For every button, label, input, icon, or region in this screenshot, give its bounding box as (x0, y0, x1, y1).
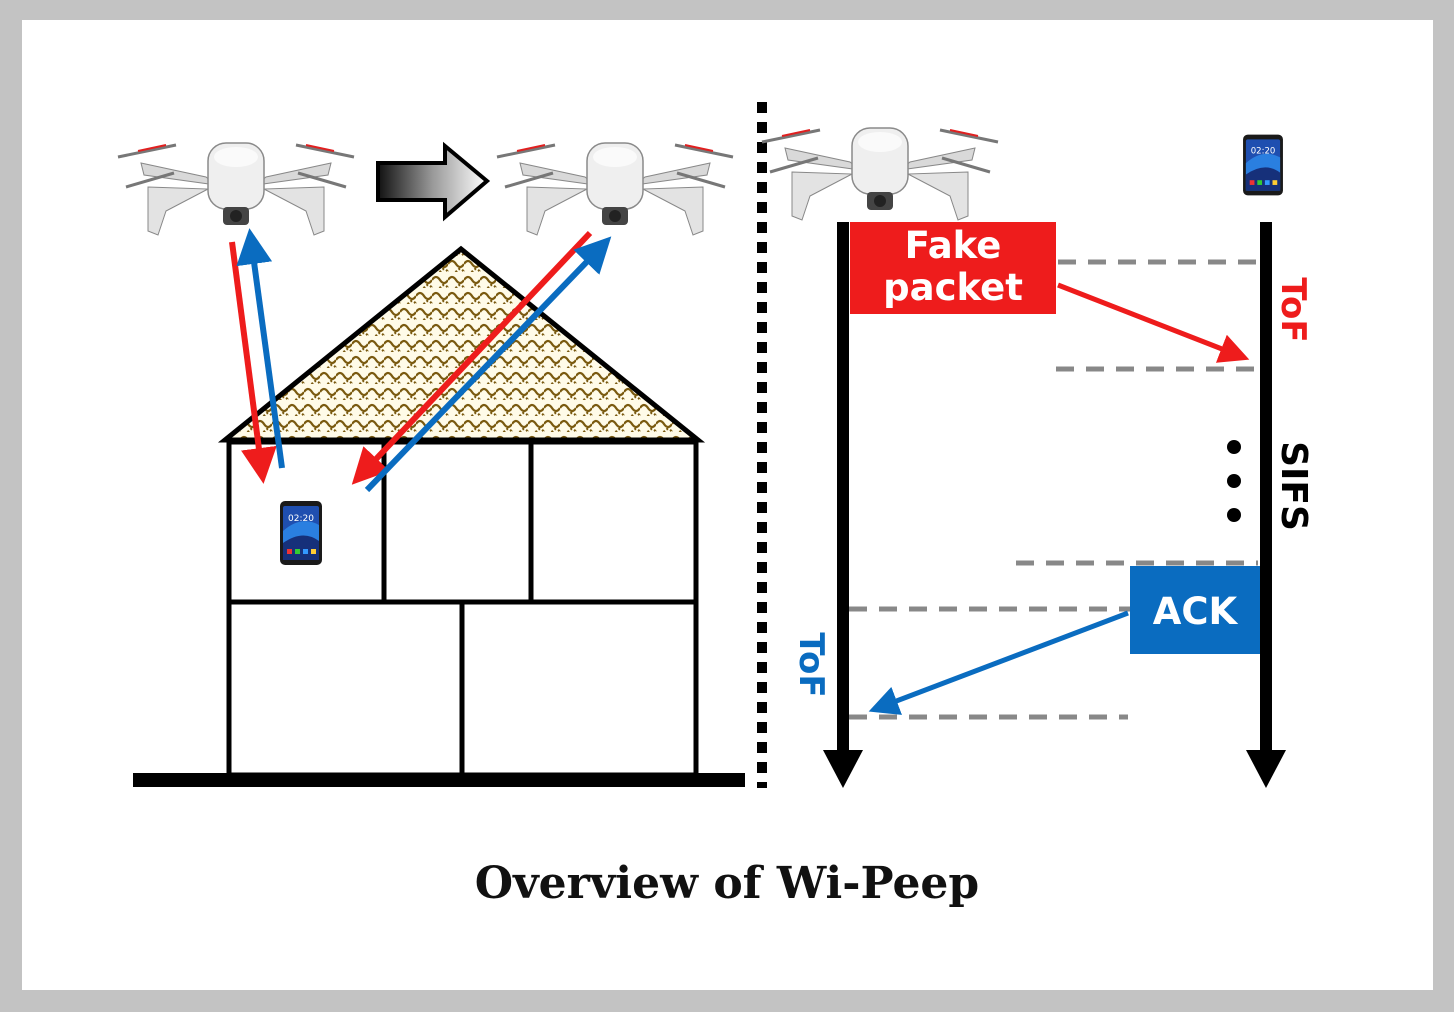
ack-label: ACK (1153, 590, 1239, 633)
smartphone-icon (1243, 134, 1283, 196)
drone-icon (495, 141, 735, 237)
drone-icon (760, 126, 1000, 222)
figure-caption: Overview of Wi-Peep (474, 858, 980, 909)
house-body (226, 439, 699, 778)
fake-packet-box (850, 222, 1056, 314)
fake-packet-label: packet (883, 266, 1023, 309)
drone-icon (116, 141, 356, 237)
smartphone-icon (280, 501, 322, 565)
house-roof (217, 245, 706, 443)
ack-tof-arrow (868, 610, 1129, 715)
tof-label-top: ToF (1273, 277, 1313, 342)
phone-timeline (1246, 222, 1286, 788)
signal-path-direct (229, 228, 285, 484)
ellipsis-dots (1227, 440, 1241, 522)
signal-path-through-roof (351, 230, 612, 493)
right-arrow-icon (376, 141, 491, 222)
time-guides (849, 259, 1258, 720)
tof-label-bottom: ToF (791, 632, 831, 697)
ground-line (133, 773, 745, 787)
drone-timeline (823, 222, 863, 788)
sifs-label: SIFS (1273, 441, 1314, 531)
ack-box (1130, 566, 1260, 654)
fake-packet-label: Fake (905, 224, 1002, 267)
fake-packet-tof-arrow (1057, 282, 1250, 363)
